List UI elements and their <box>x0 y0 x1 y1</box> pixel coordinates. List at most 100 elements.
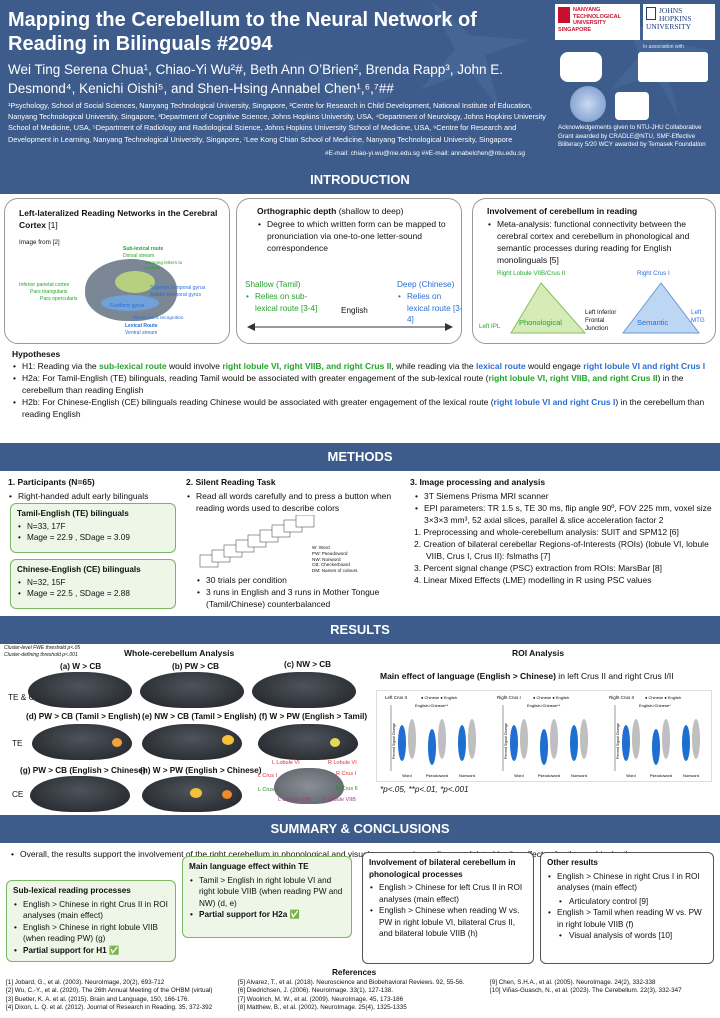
whole-cerebellum-title: Whole-cerebellum Analysis <box>124 648 235 658</box>
te-group-age: Mage = 22.9 , SDage = 3.09 <box>17 532 169 544</box>
roi-plot-annotation-0: English>Chinese** <box>415 703 449 708</box>
box2-title: Orthographic depth (shallow to deep) <box>257 206 404 216</box>
roi-plot-annotation-1: English>Chinese** <box>527 703 561 708</box>
map-l-lobule-viib: L Lobule VIIB <box>278 797 311 803</box>
tri-top-right: Right Crus I <box>637 270 670 277</box>
summary-box-bilateral: Involvement of bilateral cerebellum in p… <box>362 852 534 964</box>
tri-top-left: Right Lobule VIIB/Crus II <box>497 270 566 277</box>
tri-lifj: Left Inferior Frontal Junction <box>585 309 617 332</box>
depth-continuum-arrow <box>247 323 453 331</box>
task-bullet-1: Read all words carefully and to press a … <box>186 490 396 514</box>
roi-plot-xlabel-2-1: Pseudoword <box>650 773 672 778</box>
imaging-step-2: 2. Creation of bilateral cerebellar Regi… <box>414 539 709 561</box>
partner-logos <box>560 52 710 122</box>
methods-participants: 1. Participants (N=65) Right-handed adul… <box>8 476 180 502</box>
tri-left-ipl: Left IPL <box>479 323 501 330</box>
violin-chinese-0-1 <box>428 729 436 765</box>
main-effect-text: Main effect of language (English > Chine… <box>380 671 674 681</box>
summary-box1-title: Sub-lexical reading processes <box>13 886 131 895</box>
summary-box2-title: Main language effect within TE <box>189 862 309 871</box>
te-group-title: Tamil-English (TE) bilinguals <box>17 509 129 518</box>
summary-box2-item-2: Partial support for H2a ✅ <box>189 909 345 921</box>
summary-box4-item-4: Visual analysis of words [10] <box>547 930 707 942</box>
introduction-heading: INTRODUCTION <box>0 166 720 194</box>
hypothesis-h2a: H2a: For Tamil-English (TE) bilinguals, … <box>12 372 712 396</box>
references-title: References <box>332 968 377 977</box>
authors: Wei Ting Serena Chua¹, Chiao-Yi Wu²#, Be… <box>8 62 504 96</box>
jhu-logo: JOHNS HOPKINS UNIVERSITY <box>643 4 715 40</box>
panel-d-label: (d) PW > CB (Tamil > English) <box>26 712 141 721</box>
hypothesis-h1: H1: Reading via the sub-lexical route wo… <box>12 360 712 372</box>
significance-note: *p<.05, **p<.01, *p<.001 <box>380 785 469 794</box>
emails: #E-mail: chiao-yi.wu@nie.edu.sg ##E-mail… <box>325 150 526 157</box>
shallow-bullet: Relies on sub-lexical route [3-4] <box>245 291 321 314</box>
roi-plot-legend-1: ● Chinese ● English <box>533 695 569 700</box>
violin-english-2-0 <box>632 719 640 759</box>
task-bullet-2: 30 trials per condition <box>196 574 396 586</box>
english-label: English <box>341 306 368 315</box>
panel-g-label: (g) PW > CB (English > Chinese) <box>20 766 146 775</box>
affiliations: ¹Psychology, School of Social Sciences, … <box>8 101 546 144</box>
panel-c-image <box>252 672 356 708</box>
roi-plot-xlabel-2-2: Nonword <box>683 773 699 778</box>
map-l-crus-ii: L Crus II <box>258 787 279 793</box>
roi-plot-legend-0: ● Chinese ● English <box>421 695 457 700</box>
summary-box1-item-1: English > Chinese in right Crus II in RO… <box>13 899 169 922</box>
summary-box-sublexical: Sub-lexical reading processes English > … <box>6 880 176 962</box>
summary-box2-item-1: Tamil > English in right lobule VI and r… <box>189 875 345 910</box>
hypothesis-h2b: H2b: For Chinese-English (CE) bilinguals… <box>12 396 712 420</box>
roi-plot-xlabel-0-2: Nonword <box>459 773 475 778</box>
summary-box1-item-2: English > Chinese in right lobule VIIB (… <box>13 922 169 945</box>
roi-plot-title-0: Left Crus II <box>385 695 407 700</box>
summary-box3-title: Involvement of bilateral cerebellum in p… <box>369 858 516 879</box>
task-bullet-3: 3 runs in English and 3 runs in Mother T… <box>196 586 396 610</box>
violin-chinese-1-0 <box>510 725 518 761</box>
roi-plot-xlabel-1-1: Pseudoword <box>538 773 560 778</box>
ntu-logo: NANYANG TECHNOLOGICAL UNIVERSITY SINGAPO… <box>555 4 640 40</box>
row-label-te-ce: TE & CE <box>8 693 40 702</box>
panel-e-label: (e) NW > CB (Tamil > English) <box>142 712 257 721</box>
summary-box-te: Main language effect within TE Tamil > E… <box>182 856 352 938</box>
methods-task: 2. Silent Reading Task Read all words ca… <box>186 476 396 514</box>
summary-box-other: Other results English > Chinese in right… <box>540 852 714 964</box>
task-title: 2. Silent Reading Task <box>186 477 276 487</box>
tri-phonological: Phonological <box>519 318 562 327</box>
violin-chinese-2-1 <box>652 729 660 765</box>
roi-plot-ylabel-0: Percent Signal Change <box>392 723 396 759</box>
imaging-bullet-2: EPI parameters: TR 1.5 s, TE 30 ms, flip… <box>414 502 716 526</box>
references-col-2: [5] Alvarez, T., et al. (2018). Neurosci… <box>238 979 465 1011</box>
panel-h-label: (h) W > PW (English > Chinese) <box>140 766 262 775</box>
roi-plot-ylabel-2: Percent Signal Change <box>616 723 620 759</box>
violin-english-0-1 <box>438 719 446 759</box>
imaging-step-1: 1. Preprocessing and whole-cerebellum an… <box>414 527 679 537</box>
map-r-lobule-viib: R Lobule VIIB <box>322 797 356 803</box>
te-group-n: N=33, 17F <box>17 521 169 533</box>
roi-plot-title-1: Right Crus I <box>497 695 521 700</box>
participants-title: 1. Participants (N=65) <box>8 477 95 487</box>
ce-group-age: Mage = 22.5 , SDage = 2.88 <box>17 588 169 600</box>
association-note: In association with <box>643 44 684 50</box>
brain-label-wholeword: Whole-word recognition <box>133 316 184 321</box>
brain-label-ipc: Inferior parietal cortex <box>19 282 70 288</box>
violin-chinese-0-0 <box>398 725 406 761</box>
box2-bullet: Degree to which written form can be mapp… <box>257 218 447 254</box>
brain-label-lexical: Lexical Route <box>125 323 158 329</box>
intro-box-cerebellum: Involvement of cerebellum in reading Met… <box>472 198 716 344</box>
brain-label-ventral: Ventral stream <box>125 330 158 336</box>
imaging-step-4: 4. Linear Mixed Effects (LME) modelling … <box>414 575 652 585</box>
roi-plot-xlabel-1-0: Word <box>514 773 523 778</box>
panel-a-image <box>28 672 132 708</box>
logos: NANYANG TECHNOLOGICAL UNIVERSITY SINGAPO… <box>555 4 715 122</box>
panel-f-label: (f) W > PW (English > Tamil) <box>259 712 368 721</box>
panel-a-label: (a) W > CB <box>60 662 102 671</box>
ce-group-box: Chinese-English (CE) bilinguals N=32, 15… <box>10 559 176 609</box>
references-col-1: [1] Jobard, G., et al. (2003). NeuroImag… <box>6 979 213 1011</box>
image-credit: Image from [2] <box>19 239 60 246</box>
panel-b-label: (b) PW > CB <box>172 662 220 671</box>
te-group-box: Tamil-English (TE) bilinguals N=33, 17F … <box>10 503 176 553</box>
row-label-te: TE <box>12 739 23 748</box>
shallow-label: Shallow (Tamil) <box>245 280 301 289</box>
map-r-crus-ii: R Crus II <box>336 786 358 792</box>
violin-english-1-0 <box>520 719 528 759</box>
references-col-3: [9] Chen, S.H.A., et al. (2005). NeuroIm… <box>490 979 682 995</box>
